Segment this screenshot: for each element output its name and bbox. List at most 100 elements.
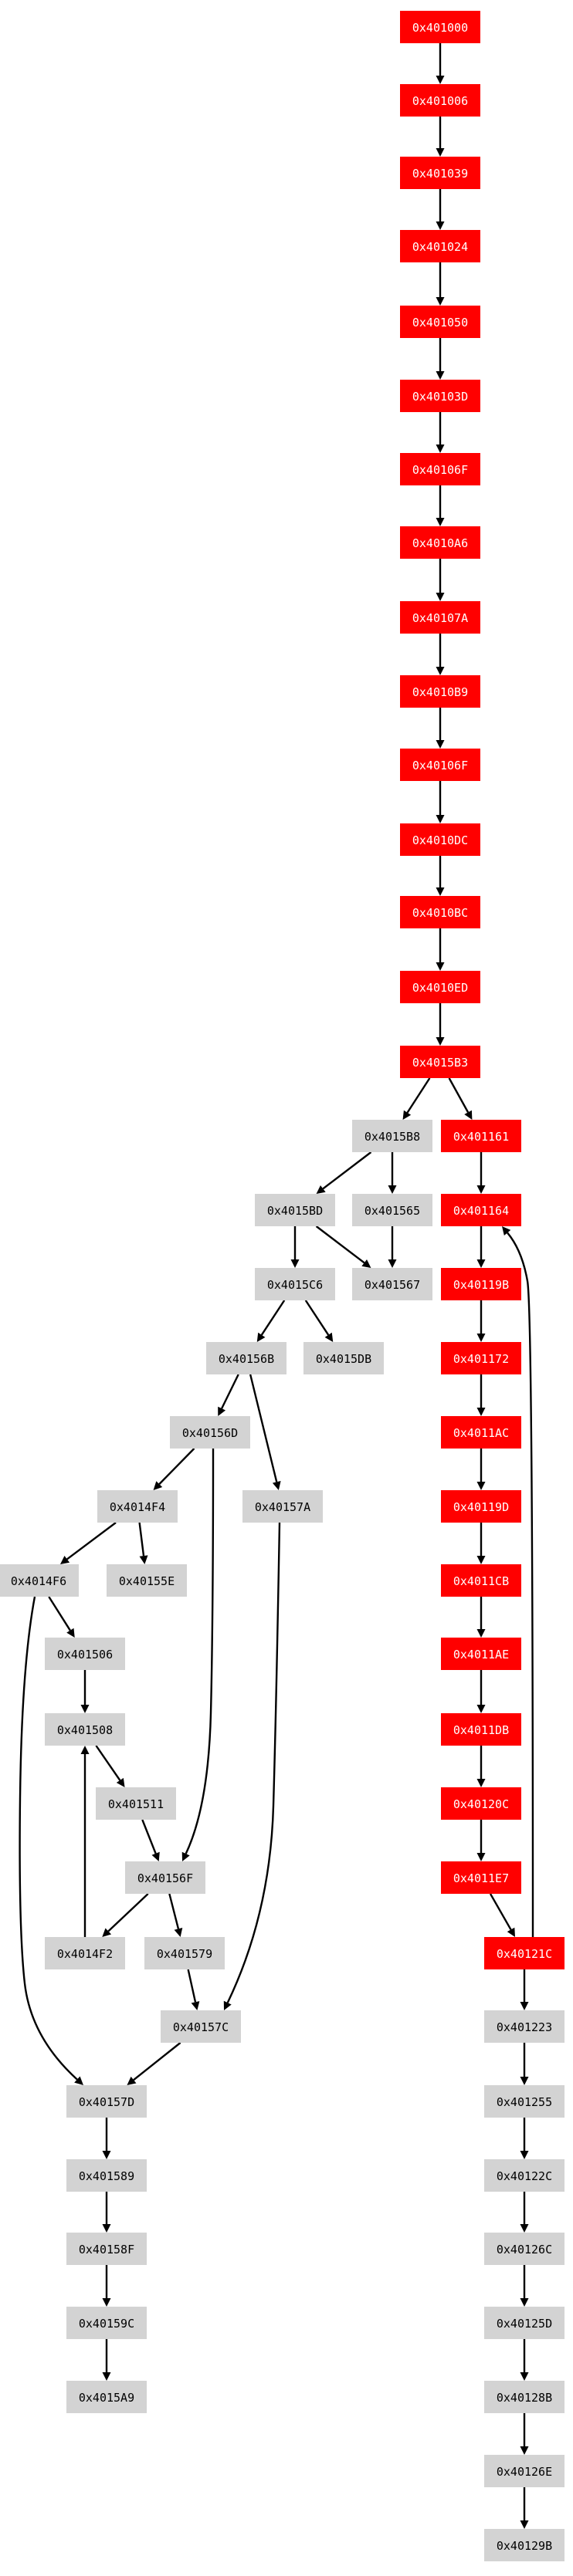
node-box[interactable] [206, 1342, 286, 1374]
node-box[interactable] [441, 1787, 521, 1820]
node-box[interactable] [441, 1342, 521, 1374]
graph-node[interactable]: 0x4015BD [255, 1194, 335, 1226]
node-box[interactable] [400, 601, 480, 634]
graph-node[interactable]: 0x4010DC [400, 823, 480, 856]
node-box[interactable] [441, 1490, 521, 1523]
graph-node[interactable]: 0x401050 [400, 306, 480, 338]
node-box[interactable] [484, 2529, 565, 2561]
graph-node[interactable]: 0x40159C [66, 2307, 147, 2339]
node-box[interactable] [400, 971, 480, 1003]
graph-node[interactable]: 0x4014F6 [0, 1564, 79, 1597]
node-box[interactable] [352, 1194, 432, 1226]
node-box[interactable] [400, 230, 480, 262]
node-box[interactable] [144, 1937, 225, 1969]
node-box[interactable] [161, 2010, 241, 2043]
node-box[interactable] [352, 1120, 432, 1152]
graph-node[interactable]: 0x40126E [484, 2455, 565, 2487]
node-box[interactable] [303, 1342, 384, 1374]
node-box[interactable] [441, 1861, 521, 1894]
node-box[interactable] [255, 1194, 335, 1226]
graph-node[interactable]: 0x40103D [400, 380, 480, 412]
graph-node[interactable]: 0x40122C [484, 2159, 565, 2192]
node-box[interactable] [107, 1564, 187, 1597]
graph-node[interactable]: 0x401024 [400, 230, 480, 262]
graph-node[interactable]: 0x401508 [45, 1713, 125, 1746]
node-box[interactable] [441, 1713, 521, 1746]
node-box[interactable] [400, 1046, 480, 1078]
node-box[interactable] [400, 84, 480, 117]
node-box[interactable] [484, 2455, 565, 2487]
node-box[interactable] [484, 2233, 565, 2265]
node-box[interactable] [484, 2085, 565, 2118]
graph-node[interactable]: 0x4011AC [441, 1416, 521, 1449]
graph-node[interactable]: 0x40128B [484, 2381, 565, 2413]
graph-node[interactable]: 0x4011E7 [441, 1861, 521, 1894]
node-box[interactable] [484, 2307, 565, 2339]
node-box[interactable] [66, 2307, 147, 2339]
graph-node[interactable]: 0x401161 [441, 1120, 521, 1152]
graph-node[interactable]: 0x401164 [441, 1194, 521, 1226]
node-box[interactable] [255, 1268, 335, 1300]
node-box[interactable] [441, 1268, 521, 1300]
graph-node[interactable]: 0x40156B [206, 1342, 286, 1374]
graph-node[interactable]: 0x4011DB [441, 1713, 521, 1746]
graph-node[interactable]: 0x40158F [66, 2233, 147, 2265]
node-box[interactable] [400, 11, 480, 43]
node-box[interactable] [400, 823, 480, 856]
node-box[interactable] [484, 2159, 565, 2192]
graph-node[interactable]: 0x40155E [107, 1564, 187, 1597]
node-box[interactable] [97, 1490, 178, 1523]
graph-node[interactable]: 0x401506 [45, 1638, 125, 1670]
graph-node[interactable]: 0x401000 [400, 11, 480, 43]
node-box[interactable] [400, 380, 480, 412]
node-box[interactable] [484, 1937, 565, 1969]
node-box[interactable] [441, 1416, 521, 1449]
graph-node[interactable]: 0x40157C [161, 2010, 241, 2043]
graph-node[interactable]: 0x401006 [400, 84, 480, 117]
graph-node[interactable]: 0x40106F [400, 749, 480, 781]
node-box[interactable] [0, 1564, 79, 1597]
graph-node[interactable]: 0x401589 [66, 2159, 147, 2192]
graph-node[interactable]: 0x401223 [484, 2010, 565, 2043]
graph-node[interactable]: 0x40119B [441, 1268, 521, 1300]
graph-node[interactable]: 0x4015C6 [255, 1268, 335, 1300]
graph-node[interactable]: 0x40125D [484, 2307, 565, 2339]
graph-node[interactable]: 0x4010A6 [400, 526, 480, 559]
node-box[interactable] [45, 1937, 125, 1969]
node-box[interactable] [484, 2010, 565, 2043]
node-box[interactable] [441, 1120, 521, 1152]
graph-node[interactable]: 0x4011AE [441, 1638, 521, 1670]
node-box[interactable] [170, 1416, 250, 1449]
node-box[interactable] [125, 1861, 205, 1894]
graph-node[interactable]: 0x401511 [96, 1787, 176, 1820]
node-box[interactable] [66, 2233, 147, 2265]
node-box[interactable] [45, 1638, 125, 1670]
node-box[interactable] [484, 2381, 565, 2413]
graph-node[interactable]: 0x40129B [484, 2529, 565, 2561]
node-box[interactable] [66, 2159, 147, 2192]
graph-node[interactable]: 0x4015B8 [352, 1120, 432, 1152]
graph-node[interactable]: 0x4015A9 [66, 2381, 147, 2413]
graph-node[interactable]: 0x4014F4 [97, 1490, 178, 1523]
node-box[interactable] [96, 1787, 176, 1820]
node-box[interactable] [441, 1194, 521, 1226]
graph-node[interactable]: 0x40126C [484, 2233, 565, 2265]
graph-node[interactable]: 0x40121C [484, 1937, 565, 1969]
graph-node[interactable]: 0x40156F [125, 1861, 205, 1894]
graph-node[interactable]: 0x40157D [66, 2085, 147, 2118]
graph-node[interactable]: 0x4015DB [303, 1342, 384, 1374]
graph-node[interactable]: 0x401579 [144, 1937, 225, 1969]
graph-node[interactable]: 0x401255 [484, 2085, 565, 2118]
graph-node[interactable]: 0x40106F [400, 453, 480, 485]
graph-node[interactable]: 0x4010BC [400, 896, 480, 928]
node-box[interactable] [352, 1268, 432, 1300]
graph-node[interactable]: 0x4014F2 [45, 1937, 125, 1969]
graph-node[interactable]: 0x401172 [441, 1342, 521, 1374]
graph-node[interactable]: 0x4011CB [441, 1564, 521, 1597]
graph-node[interactable]: 0x401565 [352, 1194, 432, 1226]
graph-node[interactable]: 0x401567 [352, 1268, 432, 1300]
node-box[interactable] [400, 157, 480, 189]
node-box[interactable] [242, 1490, 323, 1523]
graph-node[interactable]: 0x40120C [441, 1787, 521, 1820]
graph-node[interactable]: 0x40107A [400, 601, 480, 634]
